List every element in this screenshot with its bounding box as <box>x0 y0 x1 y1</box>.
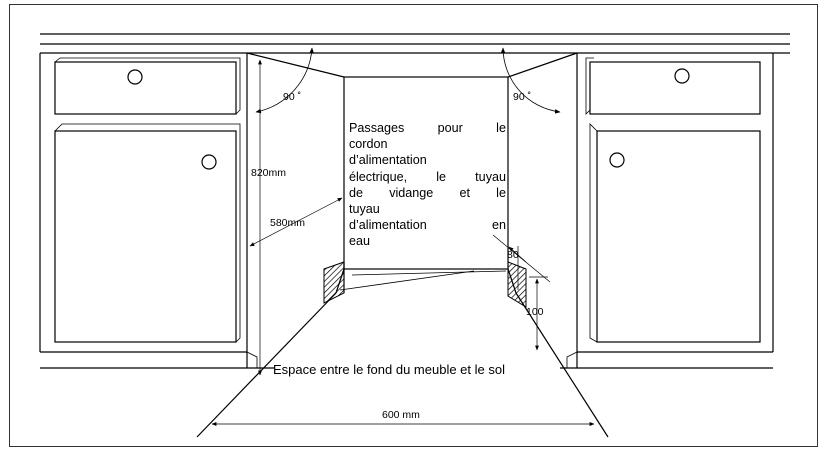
left-hatched-support <box>323 261 345 304</box>
note-line: d’alimentation en <box>349 218 506 233</box>
passage-note: Passages pour le cordon d’alimentation é… <box>349 120 506 250</box>
worktop <box>40 33 790 54</box>
note-line: d’alimentation <box>349 153 427 168</box>
left-door-knob <box>201 154 217 170</box>
left-drawer-knob <box>127 69 143 85</box>
height-820-label: 820mm <box>251 167 286 179</box>
width-600-label: 600 mm <box>382 409 420 421</box>
note-line: Passages pour le <box>349 121 506 135</box>
left-angle-arc <box>255 47 314 114</box>
right-hatched-support <box>507 261 527 308</box>
note-line: électrique, le tuyau <box>349 169 506 184</box>
depth-580-label: 580mm <box>270 217 305 229</box>
note-line: cordon <box>349 137 388 152</box>
right-door-knob <box>609 152 625 168</box>
left-angle-label: 90 ˚ <box>283 91 301 103</box>
right-cabinet <box>560 53 774 369</box>
left-cabinet <box>39 53 274 369</box>
right-angle-label: 90 ˚ <box>513 91 531 103</box>
dim-80-label: 80 <box>507 249 519 261</box>
note-line: tuyau <box>349 202 380 217</box>
diagram-frame <box>9 4 818 447</box>
note-line: de vidange et le <box>349 185 506 200</box>
depth-dimension-line <box>249 197 343 247</box>
foot-height-dimensions <box>492 234 551 351</box>
right-drawer-knob <box>674 68 690 84</box>
right-angle-arc <box>500 47 561 114</box>
dim-100-label: 100 <box>526 306 544 318</box>
floor-gap-label: Espace entre le fond du meuble et le sol <box>273 362 505 377</box>
note-line: eau <box>349 234 371 249</box>
floor-lines <box>196 292 609 438</box>
